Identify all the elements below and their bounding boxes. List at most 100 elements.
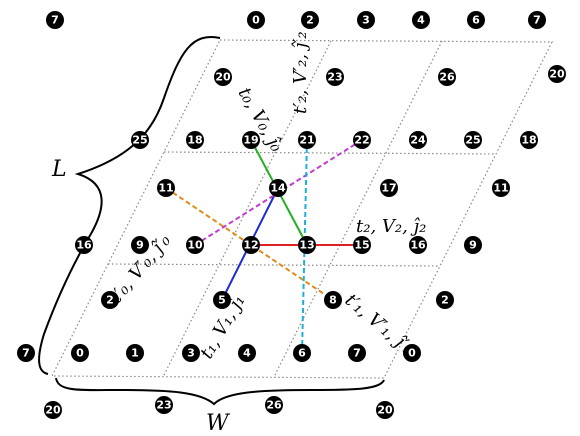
site-node: 19 (242, 131, 260, 149)
site-label: 20 (215, 71, 231, 84)
bond-label-t2-prime: t′₂, V′₂, ĵ′₂ (290, 31, 311, 114)
site-node: 12 (242, 236, 260, 254)
site-label: 10 (187, 239, 203, 252)
site-node: 4 (412, 11, 430, 29)
site-label: 5 (218, 294, 226, 307)
site-node: 11 (157, 179, 175, 197)
site-label: 20 (45, 404, 61, 417)
site-label: 8 (329, 294, 337, 307)
grid-line-v2 (273, 40, 443, 378)
site-label: 17 (381, 182, 396, 195)
site-label: 18 (521, 134, 536, 147)
site-node: 7 (528, 11, 546, 29)
left-brace (38, 36, 221, 375)
site-label: 7 (533, 14, 541, 27)
site-node: 6 (293, 344, 311, 362)
site-label: 2 (106, 294, 114, 307)
site-label: 15 (354, 239, 369, 252)
site-node: 22 (353, 131, 371, 149)
site-label: 7 (51, 14, 59, 27)
site-node: 0 (403, 344, 421, 362)
site-node: 10 (186, 236, 204, 254)
site-label: 23 (327, 71, 342, 84)
bottom-brace (55, 377, 385, 406)
site-node: 14 (269, 179, 287, 197)
site-label: 9 (469, 239, 477, 252)
site-node: 2 (436, 291, 454, 309)
site-node: 23 (155, 396, 173, 414)
site-node: 2 (101, 291, 119, 309)
site-node: 20 (376, 401, 394, 419)
site-node: 11 (492, 179, 510, 197)
site-node: 0 (247, 11, 265, 29)
site-label: 25 (132, 134, 147, 147)
site-label: 13 (299, 239, 314, 252)
site-label: 25 (465, 134, 480, 147)
site-node: 13 (298, 236, 316, 254)
site-label: 20 (377, 404, 393, 417)
site-node: 20 (44, 401, 62, 419)
lattice-grid (51, 39, 553, 379)
site-node: 8 (324, 291, 342, 309)
site-node: 26 (438, 68, 456, 86)
bond-label-t2: t₂, V₂, ĵ₂ (356, 216, 426, 237)
site-label: 23 (156, 399, 171, 412)
site-node: 17 (380, 179, 398, 197)
site-label: 6 (472, 14, 480, 27)
site-node: 3 (182, 344, 200, 362)
site-label: 24 (410, 134, 426, 147)
site-label: 0 (408, 347, 416, 360)
site-label: 26 (266, 399, 282, 412)
braces: L W (38, 36, 385, 436)
site-node: 5 (213, 291, 231, 309)
site-node: 9 (131, 236, 149, 254)
site-label: 20 (549, 68, 565, 81)
site-label: 21 (299, 134, 314, 147)
site-node: 0 (71, 344, 89, 362)
site-label: 19 (243, 134, 258, 147)
site-label: 16 (76, 239, 92, 252)
site-label: 22 (354, 134, 369, 147)
site-label: 7 (353, 347, 361, 360)
site-label: 6 (298, 347, 306, 360)
site-node: 16 (75, 236, 93, 254)
site-label: 7 (22, 347, 30, 360)
site-label: 4 (243, 347, 251, 360)
site-node: 3 (357, 11, 375, 29)
site-label: 2 (306, 14, 314, 27)
site-node: 15 (353, 236, 371, 254)
site-node: 7 (17, 344, 35, 362)
bond-labels: t₁, V₁, ĵ₁ t₀, V₀, ĵ₀ t₂, V₂, ĵ₂ t′₁, V′… (106, 31, 427, 362)
left-brace-label: L (51, 157, 67, 182)
site-label: 0 (76, 347, 84, 360)
site-node: 18 (520, 131, 538, 149)
site-label: 18 (187, 134, 202, 147)
site-node: 20 (548, 65, 566, 83)
grid-line-v1 (162, 40, 332, 378)
site-label: 11 (158, 182, 173, 195)
site-node: 4 (238, 344, 256, 362)
site-node: 1 (126, 344, 144, 362)
site-node: 6 (467, 11, 485, 29)
site-node: 9 (464, 236, 482, 254)
site-node: 2 (301, 11, 319, 29)
site-label: 1 (131, 347, 139, 360)
site-node: 7 (46, 11, 64, 29)
site-label: 0 (252, 14, 260, 27)
site-node: 7 (348, 344, 366, 362)
site-label: 9 (136, 239, 144, 252)
site-label: 12 (243, 239, 258, 252)
site-label: 11 (493, 182, 508, 195)
site-node: 23 (326, 68, 344, 86)
site-node: 25 (464, 131, 482, 149)
site-node: 24 (409, 131, 427, 149)
site-node: 25 (131, 131, 149, 149)
bottom-brace-label: W (206, 411, 231, 436)
site-label: 3 (362, 14, 370, 27)
site-node: 16 (409, 236, 427, 254)
site-node: 18 (186, 131, 204, 149)
grid-line-h2 (107, 263, 441, 267)
site-label: 2 (441, 294, 449, 307)
site-node: 26 (265, 396, 283, 414)
